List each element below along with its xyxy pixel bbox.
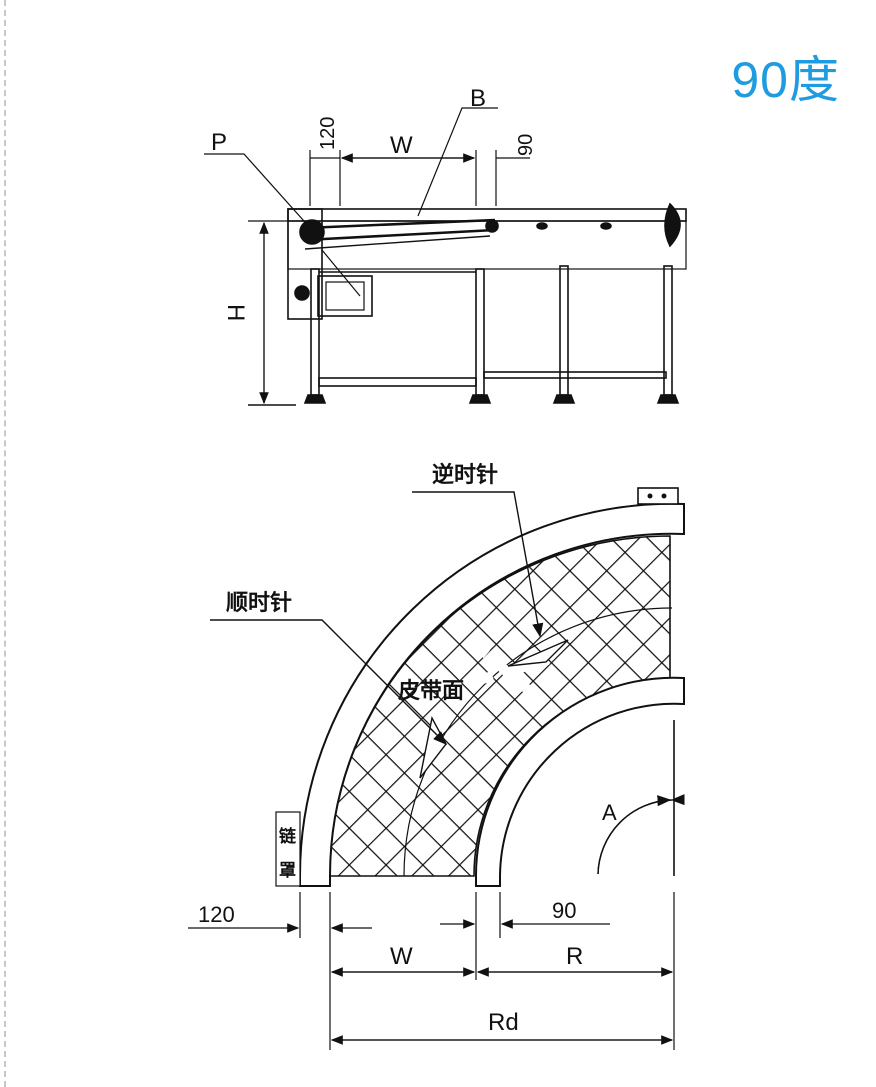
- drive-end-block: [287, 208, 323, 320]
- label-chain-guard-2: 罩: [279, 861, 296, 881]
- label-plan-w: W: [390, 943, 413, 970]
- label-side-120: 120: [317, 117, 339, 150]
- label-clockwise: 顺时针: [226, 590, 292, 616]
- belt-line-lower: [304, 228, 496, 242]
- motor-pulley: [294, 285, 310, 301]
- p-leader: [204, 153, 313, 231]
- label-counterclockwise: 逆时针: [432, 462, 498, 488]
- page-left-dashed-border: [4, 0, 6, 1087]
- label-plan-rd: Rd: [488, 1009, 519, 1036]
- label-p: P: [211, 129, 227, 156]
- lower-crossbar-1: [318, 377, 477, 387]
- side-dimensions: [204, 107, 530, 405]
- leg-3: [559, 265, 569, 396]
- label-angle-a: A: [602, 800, 617, 825]
- motor-housing: [317, 275, 373, 317]
- side-view: [248, 202, 687, 406]
- label-chain-guard-1: 链: [279, 826, 297, 847]
- drive-pulley: [299, 219, 325, 245]
- lower-crossbar-2: [483, 371, 667, 379]
- angle-a-indicator: [597, 794, 685, 875]
- clockwise-leader: [210, 619, 447, 745]
- label-side-h: H: [222, 304, 249, 321]
- leg-2: [475, 268, 485, 396]
- chain-guard-box: [275, 811, 301, 887]
- label-belt-surface: 皮带面: [398, 678, 464, 704]
- outer-guard-rail: [299, 502, 685, 887]
- plan-dimensions: [188, 892, 675, 1050]
- label-side-90: 90: [515, 134, 537, 156]
- belt-line-upper: [304, 218, 496, 230]
- end-cap: [664, 202, 681, 248]
- label-plan-120: 120: [198, 902, 235, 927]
- end-bracket: [637, 487, 679, 505]
- b-leader: [417, 107, 498, 217]
- inner-guard-rail: [474, 676, 685, 887]
- label-side-w: W: [390, 132, 413, 159]
- label-b: B: [470, 85, 486, 112]
- angle-title: 90度: [731, 52, 840, 108]
- label-plan-90: 90: [552, 898, 576, 923]
- label-plan-r: R: [566, 943, 583, 970]
- tail-pulley: [485, 219, 499, 233]
- plan-view: [299, 487, 685, 887]
- counterclockwise-leader: [412, 491, 544, 638]
